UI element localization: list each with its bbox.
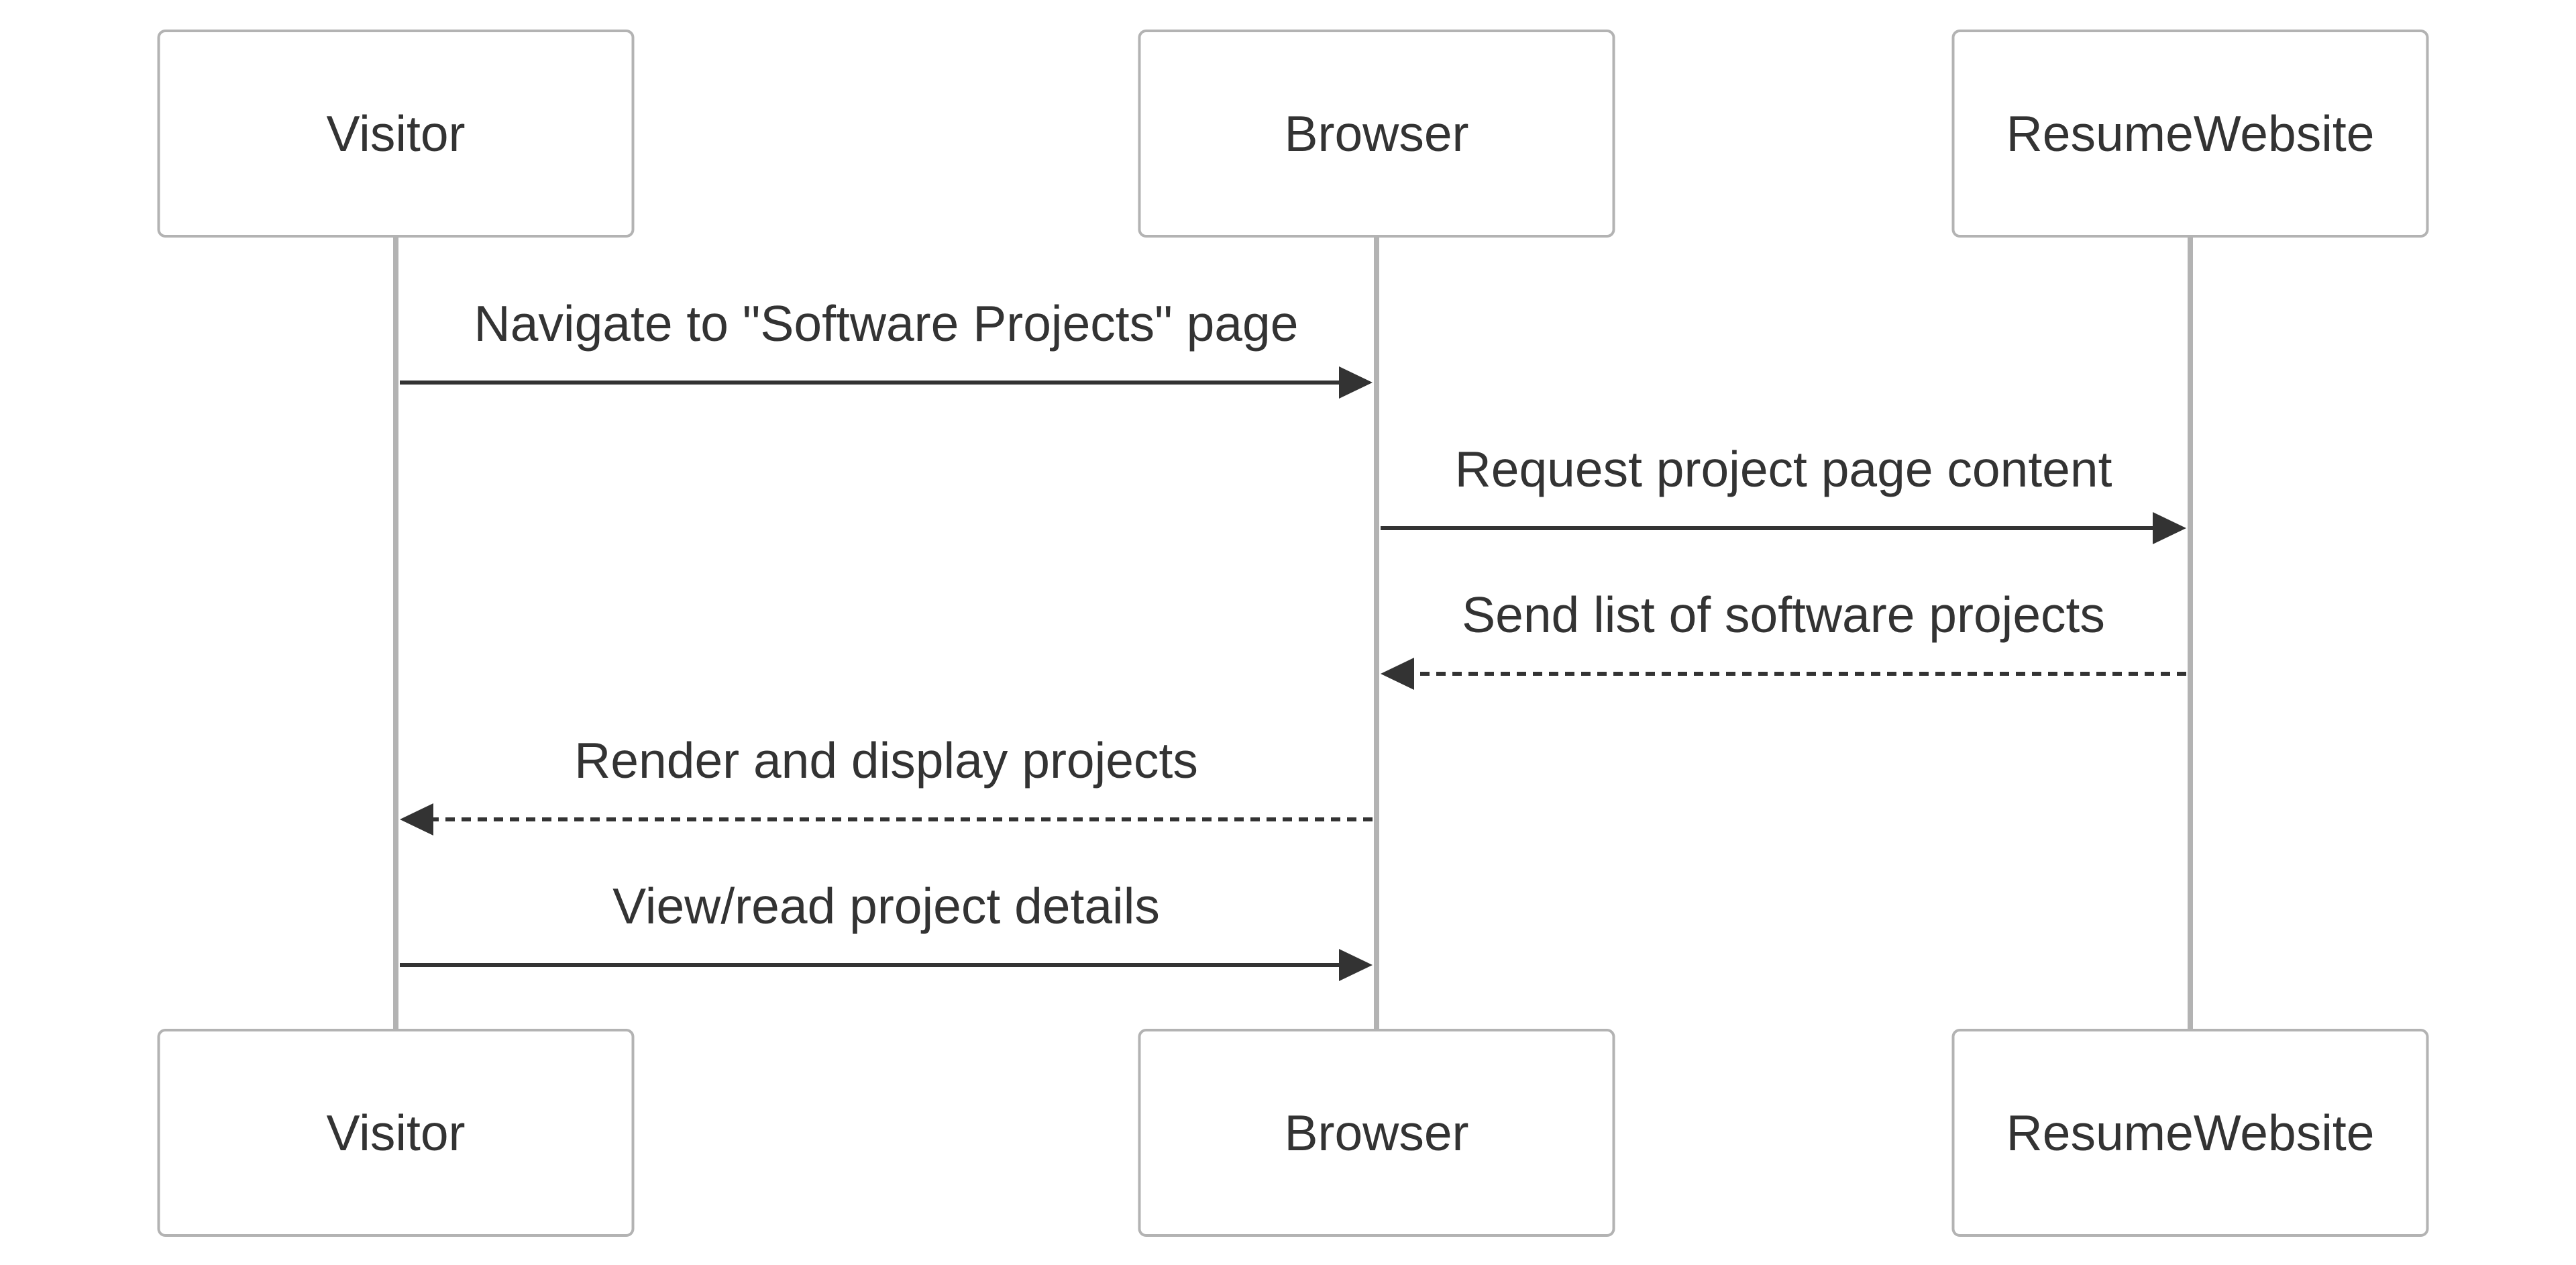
actor-box <box>1951 30 2429 238</box>
message-1: Navigate to "Software Projects" page <box>400 295 1373 399</box>
message-label: Send list of software projects <box>1462 587 2105 643</box>
message-label: Render and display projects <box>574 732 1198 789</box>
message-label: Request project page content <box>1455 441 2112 497</box>
message-3: Send list of software projects <box>1381 587 2186 690</box>
message-2: Request project page content <box>1381 441 2186 544</box>
actors-top: Visitor Browser ResumeWebsite <box>157 30 2429 238</box>
arrowhead-icon <box>1339 366 1373 399</box>
actor-box <box>157 30 635 238</box>
arrowhead-icon <box>1381 658 1414 690</box>
arrowhead-icon <box>2153 512 2186 544</box>
actor-top-resume: ResumeWebsite <box>1951 30 2429 238</box>
actor-top-visitor: Visitor <box>157 30 635 238</box>
arrowhead-icon <box>400 803 433 836</box>
lifelines <box>393 236 2193 1030</box>
actor-bottom-resume: ResumeWebsite <box>1951 1029 2429 1237</box>
message-5: View/read project details <box>400 878 1373 981</box>
message-label: Navigate to "Software Projects" page <box>474 295 1299 352</box>
actor-label: Browser <box>1284 105 1468 162</box>
actor-top-browser: Browser <box>1138 30 1615 238</box>
messages: Navigate to "Software Projects" pageRequ… <box>400 295 2186 981</box>
actor-label: Browser <box>1284 1105 1468 1161</box>
actor-label: Visitor <box>326 1105 465 1161</box>
arrowhead-icon <box>1339 949 1373 981</box>
actor-bottom-browser: Browser <box>1138 1029 1615 1237</box>
actor-label: Visitor <box>326 105 465 162</box>
actor-label: ResumeWebsite <box>2006 105 2375 162</box>
message-label: View/read project details <box>612 878 1160 934</box>
actor-box <box>1138 1029 1615 1237</box>
actor-box <box>1138 30 1615 238</box>
actors-bottom: Visitor Browser ResumeWebsite <box>157 1029 2429 1237</box>
message-4: Render and display projects <box>400 732 1373 836</box>
actor-bottom-visitor: Visitor <box>157 1029 635 1237</box>
actor-box <box>157 1029 635 1237</box>
actor-box <box>1951 1029 2429 1237</box>
actor-label: ResumeWebsite <box>2006 1105 2375 1161</box>
